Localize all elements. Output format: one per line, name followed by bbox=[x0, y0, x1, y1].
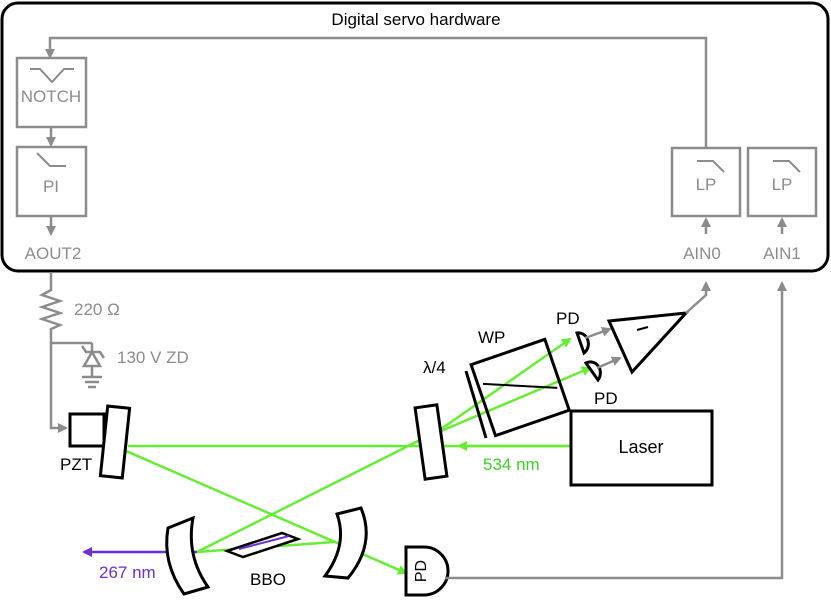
pd-top-wire bbox=[584, 327, 612, 340]
bbo-label: BBO bbox=[250, 570, 286, 589]
feedback-wire bbox=[45, 36, 708, 147]
photodiode-bottom bbox=[583, 360, 602, 383]
quarter-wave-label: λ/4 bbox=[423, 358, 446, 377]
pd-trans-to-ain1-wire bbox=[445, 281, 787, 580]
pd-bottom-label: PD bbox=[594, 389, 618, 408]
differential-amplifier bbox=[606, 311, 690, 375]
laser-label: Laser bbox=[618, 437, 663, 457]
amp-to-ain0-wire bbox=[685, 281, 711, 314]
ain1-label: AIN1 bbox=[763, 244, 801, 263]
wp-label: WP bbox=[478, 328, 505, 347]
zener-diode-symbol bbox=[80, 343, 106, 389]
uv-beam-label: 267 nm bbox=[99, 563, 156, 582]
quarter-wave-plate bbox=[464, 370, 488, 439]
pzt-actuator bbox=[68, 412, 106, 448]
aout2-label: AOUT2 bbox=[25, 244, 82, 263]
green-beam-label: 534 nm bbox=[483, 455, 540, 474]
pzt-drive-wire bbox=[49, 343, 68, 433]
pi-response-icon bbox=[36, 152, 66, 167]
lp1-response-icon bbox=[773, 160, 801, 173]
servo-hardware-box bbox=[0, 1, 830, 273]
lp-filter-ain1-block: LP bbox=[746, 146, 818, 218]
notch-response-icon bbox=[30, 68, 74, 84]
lp0-label: LP bbox=[696, 175, 717, 194]
ain0-label: AIN0 bbox=[683, 244, 721, 263]
input-coupler-mirror bbox=[413, 403, 449, 481]
wollaston-prism bbox=[469, 337, 572, 438]
minus-sign-icon bbox=[636, 326, 649, 331]
pd-trans-label: PD bbox=[413, 560, 430, 582]
lp1-label: LP bbox=[772, 175, 793, 194]
laser-box bbox=[569, 409, 714, 487]
pd-bottom-wire bbox=[596, 356, 622, 370]
zener-label: 130 V ZD bbox=[117, 348, 189, 367]
box-title: Digital servo hardware bbox=[331, 10, 500, 29]
curved-mirror-left bbox=[165, 515, 211, 596]
notch-label: NOTCH bbox=[21, 87, 81, 106]
pi-label: PI bbox=[43, 177, 59, 196]
pzt-mirror bbox=[98, 404, 132, 480]
bbo-uv-line bbox=[238, 535, 290, 550]
pd-top-label: PD bbox=[556, 309, 580, 328]
lp-filter-ain0-block: LP bbox=[670, 146, 742, 218]
curved-mirror-right bbox=[322, 506, 368, 580]
pi-controller-block: PI bbox=[15, 145, 88, 218]
photodiode-transmission bbox=[404, 545, 450, 597]
lp0-response-icon bbox=[697, 160, 725, 173]
resistor-symbol bbox=[38, 272, 92, 345]
resistor-label: 220 Ω bbox=[74, 300, 120, 319]
notch-filter-block: NOTCH bbox=[15, 56, 88, 129]
pzt-label: PZT bbox=[60, 455, 92, 474]
photodiode-top bbox=[574, 331, 590, 356]
